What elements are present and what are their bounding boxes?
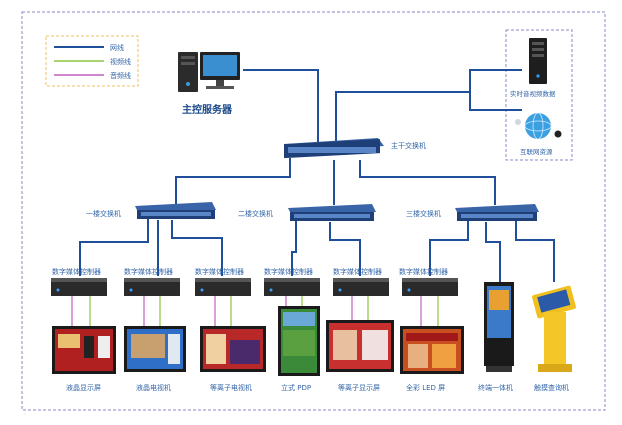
floor2-switch-label: 二楼交换机 bbox=[238, 209, 273, 218]
outer-frame bbox=[21, 11, 606, 411]
controller-2-label: 数字媒体控制器 bbox=[124, 267, 173, 276]
controller-3-label: 数字媒体控制器 bbox=[195, 267, 244, 276]
server-icon bbox=[178, 52, 240, 92]
legend: 网线 视频线 音频线 bbox=[45, 35, 139, 87]
internet-globe-icon bbox=[515, 112, 562, 140]
plasma-display-screen bbox=[326, 320, 394, 372]
lcd-display-label: 液晶显示屏 bbox=[66, 383, 101, 392]
controller-1-label: 数字媒体控制器 bbox=[52, 267, 101, 276]
controller-4 bbox=[264, 278, 320, 296]
controller-5 bbox=[333, 278, 389, 296]
controller-3 bbox=[195, 278, 251, 296]
controller-1 bbox=[51, 278, 107, 296]
plasma-tv-screen bbox=[200, 326, 266, 372]
main-switch-to-floor3-link bbox=[359, 160, 496, 205]
server-to-main-switch-link bbox=[243, 69, 319, 142]
floor3-switch-icon bbox=[455, 204, 539, 221]
floor3-to-terminal-link bbox=[485, 222, 501, 282]
floor3-to-controller6-link bbox=[429, 220, 469, 276]
standing-pdp-screen bbox=[278, 306, 320, 376]
floor1-switch-label: 一楼交换机 bbox=[86, 209, 121, 218]
external-resources-box bbox=[505, 29, 573, 161]
touch-query-kiosk-label: 触摸查询机 bbox=[534, 383, 569, 392]
floor1-to-controller1-link bbox=[79, 218, 149, 276]
floor2-to-controller4-link bbox=[291, 220, 297, 276]
floor2-to-controller5-link bbox=[329, 222, 361, 276]
external-internet-link bbox=[469, 92, 522, 111]
led-screen bbox=[400, 326, 464, 374]
floor1-to-controller3-link bbox=[171, 220, 223, 276]
plasma-tv-label: 等离子电视机 bbox=[210, 383, 252, 392]
lcd-display-screen bbox=[52, 326, 116, 374]
controller-5-label: 数字媒体控制器 bbox=[333, 267, 382, 276]
main-switch-to-external-link bbox=[335, 69, 522, 142]
legend-video-label: 视频线 bbox=[110, 57, 131, 66]
controller-4-label: 数字媒体控制器 bbox=[264, 267, 313, 276]
standing-pdp-label: 立式 PDP bbox=[281, 383, 311, 392]
floor3-switch-label: 三楼交换机 bbox=[406, 209, 441, 218]
controller-2 bbox=[124, 278, 180, 296]
server-label: 主控服务器 bbox=[182, 103, 233, 116]
main-switch-icon bbox=[284, 138, 384, 159]
floor1-switch-icon bbox=[135, 202, 216, 219]
floor3-to-kiosk-link bbox=[515, 220, 555, 282]
legend-network-label: 网线 bbox=[110, 43, 124, 52]
main-switch-label: 主干交换机 bbox=[391, 141, 426, 150]
led-screen-label: 全彩 LED 屏 bbox=[406, 383, 445, 392]
terminal-kiosk-label: 终端一体机 bbox=[478, 383, 513, 392]
terminal-kiosk bbox=[484, 282, 514, 372]
main-switch-to-floor1-link bbox=[175, 158, 291, 205]
touch-query-kiosk bbox=[532, 285, 576, 372]
lcd-tv-label: 液晶电视机 bbox=[136, 383, 171, 392]
internet-resources-label: 互联网资源 bbox=[520, 147, 553, 156]
floor2-switch-icon bbox=[288, 204, 376, 221]
legend-audio-label: 音频线 bbox=[110, 71, 131, 80]
lcd-tv-screen bbox=[124, 326, 186, 372]
legend-box bbox=[45, 35, 139, 87]
controller-6 bbox=[402, 278, 458, 296]
controller-6-label: 数字媒体控制器 bbox=[399, 267, 448, 276]
network-links bbox=[79, 69, 555, 282]
corner-mark: - bbox=[24, 412, 26, 418]
realtime-server-icon bbox=[529, 38, 547, 84]
plasma-display-label: 等离子显示屏 bbox=[338, 383, 380, 392]
realtime-data-label: 实时音视频数据 bbox=[510, 89, 556, 98]
